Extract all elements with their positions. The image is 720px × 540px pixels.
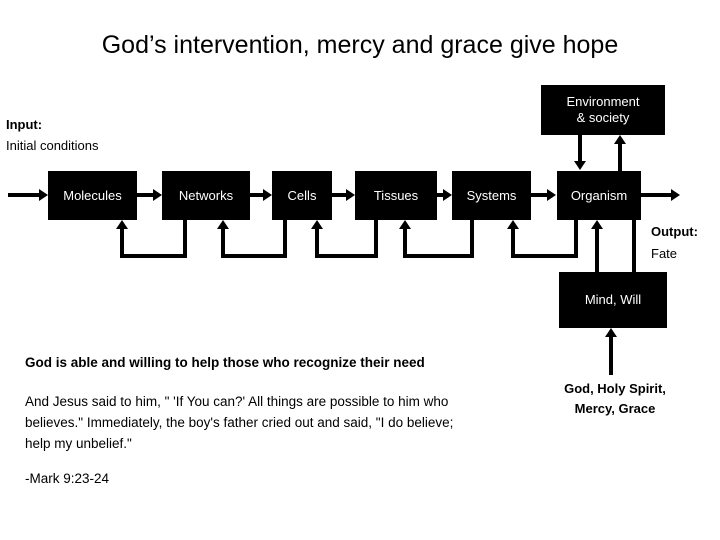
feedback-5-across <box>511 254 578 258</box>
feedback-1-down <box>183 220 187 258</box>
chain-box-tissues[interactable]: Tissues <box>355 171 437 220</box>
chain-arrow-5-shaft <box>531 193 549 197</box>
environment-to-organism-head <box>574 161 586 170</box>
feedback-4-head <box>399 220 411 229</box>
body-quote-line-3: help my unbelief." <box>25 436 132 451</box>
mind-to-organism-head <box>591 220 603 229</box>
chain-box-systems[interactable]: Systems <box>452 171 531 220</box>
input-arrow-head <box>39 189 48 201</box>
chain-arrow-3-head <box>346 189 355 201</box>
chain-box-networks[interactable]: Networks <box>162 171 250 220</box>
mind-to-organism-shaft <box>595 229 599 272</box>
organism-to-environment-shaft <box>618 144 622 171</box>
feedback-1-across <box>120 254 187 258</box>
output-label-bold: Output: <box>651 224 698 239</box>
environment-society-line2: & society <box>576 110 630 125</box>
feedback-1-head <box>116 220 128 229</box>
feedback-3-across <box>315 254 378 258</box>
chain-box-organism[interactable]: Organism <box>557 171 641 220</box>
feedback-4-across <box>403 254 474 258</box>
chain-arrow-5-head <box>547 189 556 201</box>
grace-source-note: God, Holy Spirit, Mercy, Grace <box>540 379 690 419</box>
feedback-1-up <box>120 229 124 256</box>
feedback-2-down <box>283 220 287 258</box>
feedback-3-head <box>311 220 323 229</box>
chain-arrow-1-shaft <box>137 193 154 197</box>
feedback-2-head <box>217 220 229 229</box>
slide-title: God’s intervention, mercy and grace give… <box>101 31 619 59</box>
environment-society-line1: Environment <box>566 94 640 109</box>
feedback-5-down <box>574 220 578 258</box>
environment-society-box[interactable]: Environment & society <box>541 85 665 135</box>
feedback-4-up <box>403 229 407 256</box>
body-quote-line-1: And Jesus said to him, " 'If You can?' A… <box>25 394 449 409</box>
body-quote-line-2: believes." Immediately, the boy's father… <box>25 415 454 430</box>
output-arrow-head <box>671 189 680 201</box>
output-arrow-shaft <box>641 193 673 197</box>
organism-to-mind-shaft <box>632 220 636 272</box>
input-label-bold: Input: <box>6 117 43 132</box>
environment-to-organism-shaft <box>578 135 582 162</box>
chain-arrow-3-shaft <box>332 193 348 197</box>
grace-source-line-2: Mercy, Grace <box>574 401 656 416</box>
feedback-3-up <box>315 229 319 256</box>
grace-to-mind-head <box>605 328 617 337</box>
grace-source-line-1: God, Holy Spirit, <box>564 381 666 396</box>
feedback-5-up <box>511 229 515 256</box>
feedback-3-down <box>374 220 378 258</box>
input-arrow-shaft <box>8 193 40 197</box>
mind-will-box[interactable]: Mind, Will <box>559 272 667 328</box>
organism-to-environment-head <box>614 135 626 144</box>
body-heading: God is able and willing to help those wh… <box>25 355 425 370</box>
feedback-5-head <box>507 220 519 229</box>
body-citation: -Mark 9:23-24 <box>25 471 110 486</box>
chain-arrow-2-shaft <box>250 193 265 197</box>
chain-arrow-4-shaft <box>437 193 447 197</box>
chain-arrow-4-head <box>443 189 452 201</box>
feedback-2-across <box>221 254 287 258</box>
chain-box-molecules[interactable]: Molecules <box>48 171 137 220</box>
input-label-detail: Initial conditions <box>6 138 99 153</box>
chain-arrow-2-head <box>263 189 272 201</box>
feedback-4-down <box>470 220 474 258</box>
output-label-detail: Fate <box>651 246 678 261</box>
chain-arrow-1-head <box>153 189 162 201</box>
feedback-2-up <box>221 229 225 256</box>
chain-box-cells[interactable]: Cells <box>272 171 332 220</box>
grace-to-mind-shaft <box>609 337 613 375</box>
